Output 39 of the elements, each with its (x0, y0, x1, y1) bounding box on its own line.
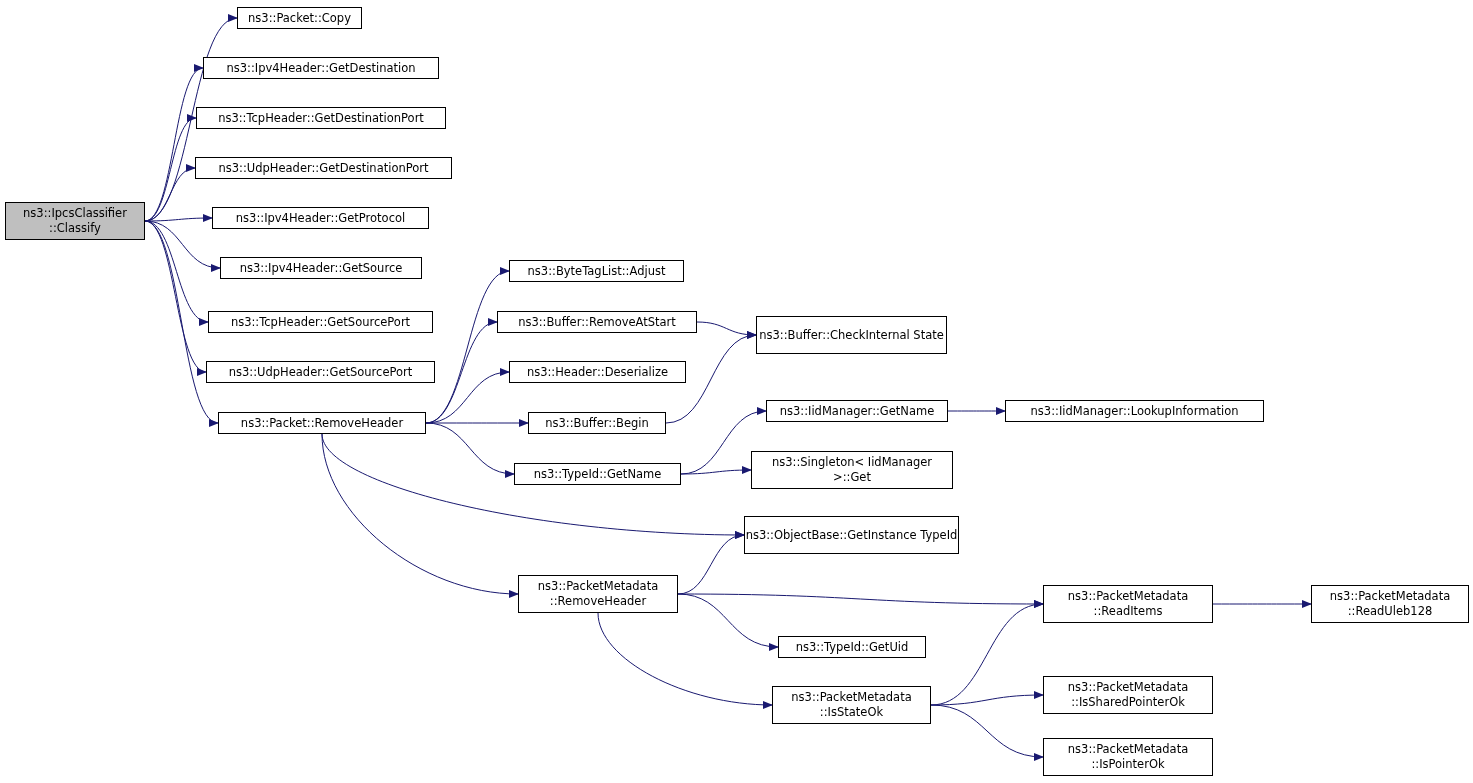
arrow (677, 593, 779, 651)
function-box: ns3::UdpHeader::GetDestinationPort (195, 157, 452, 179)
function-box: ns3::ByteTagList::Adjust (509, 260, 684, 282)
function-box: ns3::TcpHeader::GetDestinationPort (196, 107, 446, 129)
function-box: ns3::TypeId::GetUid (778, 636, 926, 658)
function-box: ns3::PacketMetadata ::IsPointerOk (1043, 738, 1213, 776)
function-box: ns3::Header::Deserialize (509, 361, 686, 383)
arrow (321, 433, 519, 598)
arrow (1212, 600, 1312, 608)
function-box: ns3::Ipv4Header::GetProtocol (212, 207, 429, 229)
arrow (665, 332, 757, 424)
arrow (680, 466, 752, 475)
function-box: ns3::Packet::RemoveHeader (218, 412, 426, 434)
function-box: ns3::Ipv4Header::GetDestination (203, 57, 439, 79)
function-box: ns3::PacketMetadata ::IsStateOk (772, 686, 931, 724)
arrow (930, 691, 1044, 706)
function-box: ns3::PacketMetadata ::ReadUleb128 (1311, 585, 1469, 623)
function-box: ns3::IidManager::GetName (766, 400, 948, 422)
arrow (597, 612, 773, 709)
function-box: ns3::Ipv4Header::GetSource (220, 257, 422, 279)
function-box: ns3::Singleton< IidManager >::Get (751, 451, 953, 489)
function-box: ns3::IidManager::LookupInformation (1005, 400, 1264, 422)
arrow (677, 532, 745, 595)
function-box: ns3::TypeId::GetName (514, 463, 681, 485)
function-box: ns3::PacketMetadata ::RemoveHeader (518, 575, 678, 613)
function-box: ns3::UdpHeader::GetSourcePort (206, 361, 435, 383)
function-box: ns3::Buffer::CheckInternal State (756, 316, 947, 354)
arrow (930, 704, 1044, 761)
function-box: ns3::PacketMetadata ::ReadItems (1043, 585, 1213, 623)
function-box: ns3::Packet::Copy (237, 7, 362, 29)
arrow (425, 368, 510, 424)
function-box: ns3::PacketMetadata ::IsSharedPointerOk (1043, 676, 1213, 714)
function-box: ns3::Buffer::Begin (528, 412, 666, 434)
function-box: ns3::ObjectBase::GetInstance TypeId (744, 516, 959, 554)
function-box: ns3::Buffer::RemoveAtStart (497, 311, 697, 333)
function-box: ns3::TcpHeader::GetSourcePort (208, 311, 433, 333)
arrow (425, 422, 515, 478)
highlighted-function-box: ns3::IpcsClassifier ::Classify (5, 202, 145, 240)
arrow (947, 407, 1006, 415)
